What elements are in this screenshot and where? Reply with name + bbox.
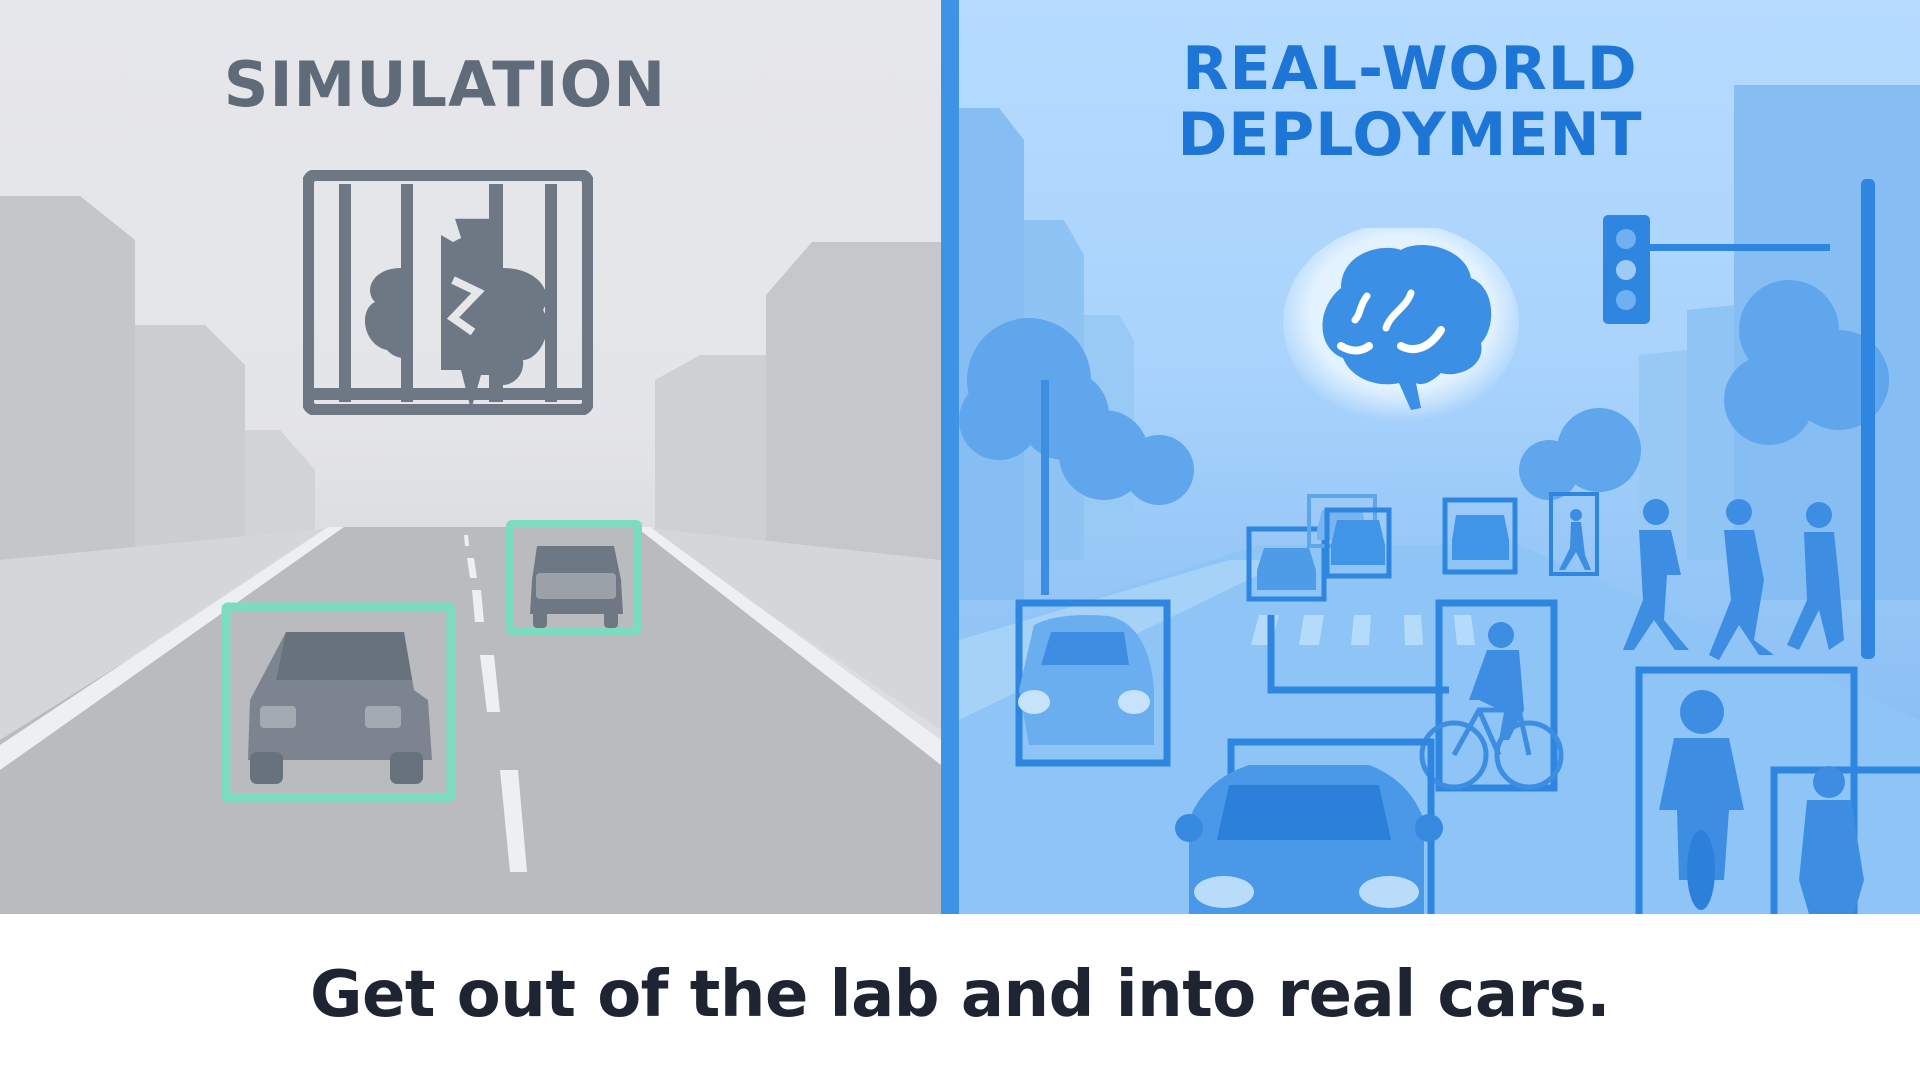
real-world-title-line1: REAL-WORLD <box>1182 34 1638 104</box>
simulation-title: SIMULATION <box>223 48 667 121</box>
real-world-scene <box>959 85 1920 914</box>
car-near-icon <box>1175 765 1443 914</box>
simulation-panel: SIMULATION <box>0 0 941 914</box>
detection-far-cars <box>1246 494 1518 602</box>
cyclist-icon <box>1419 707 1564 790</box>
caption: Get out of the lab and into real cars. <box>309 958 1611 1032</box>
car-far-icon <box>530 546 623 628</box>
real-world-title: REAL-WORLD DEPLOYMENT <box>959 36 1861 168</box>
detection-box-near-car <box>221 602 456 803</box>
motorcyclist-icon <box>1659 690 1744 910</box>
detection-box-far-car <box>506 520 642 635</box>
car-mid-left-icon <box>1018 615 1154 745</box>
pedestrian-icons <box>1559 499 1844 660</box>
panel-divider <box>941 0 959 914</box>
real-world-panel: REAL-WORLD DEPLOYMENT <box>959 0 1920 914</box>
simulation-scene <box>0 196 941 914</box>
caged-brain-icon <box>303 170 593 415</box>
pedestrian-near-icon <box>1799 766 1864 914</box>
car-near-icon <box>248 632 432 784</box>
glowing-brain-icon <box>1283 228 1519 423</box>
real-world-title-line2: DEPLOYMENT <box>1177 100 1643 170</box>
